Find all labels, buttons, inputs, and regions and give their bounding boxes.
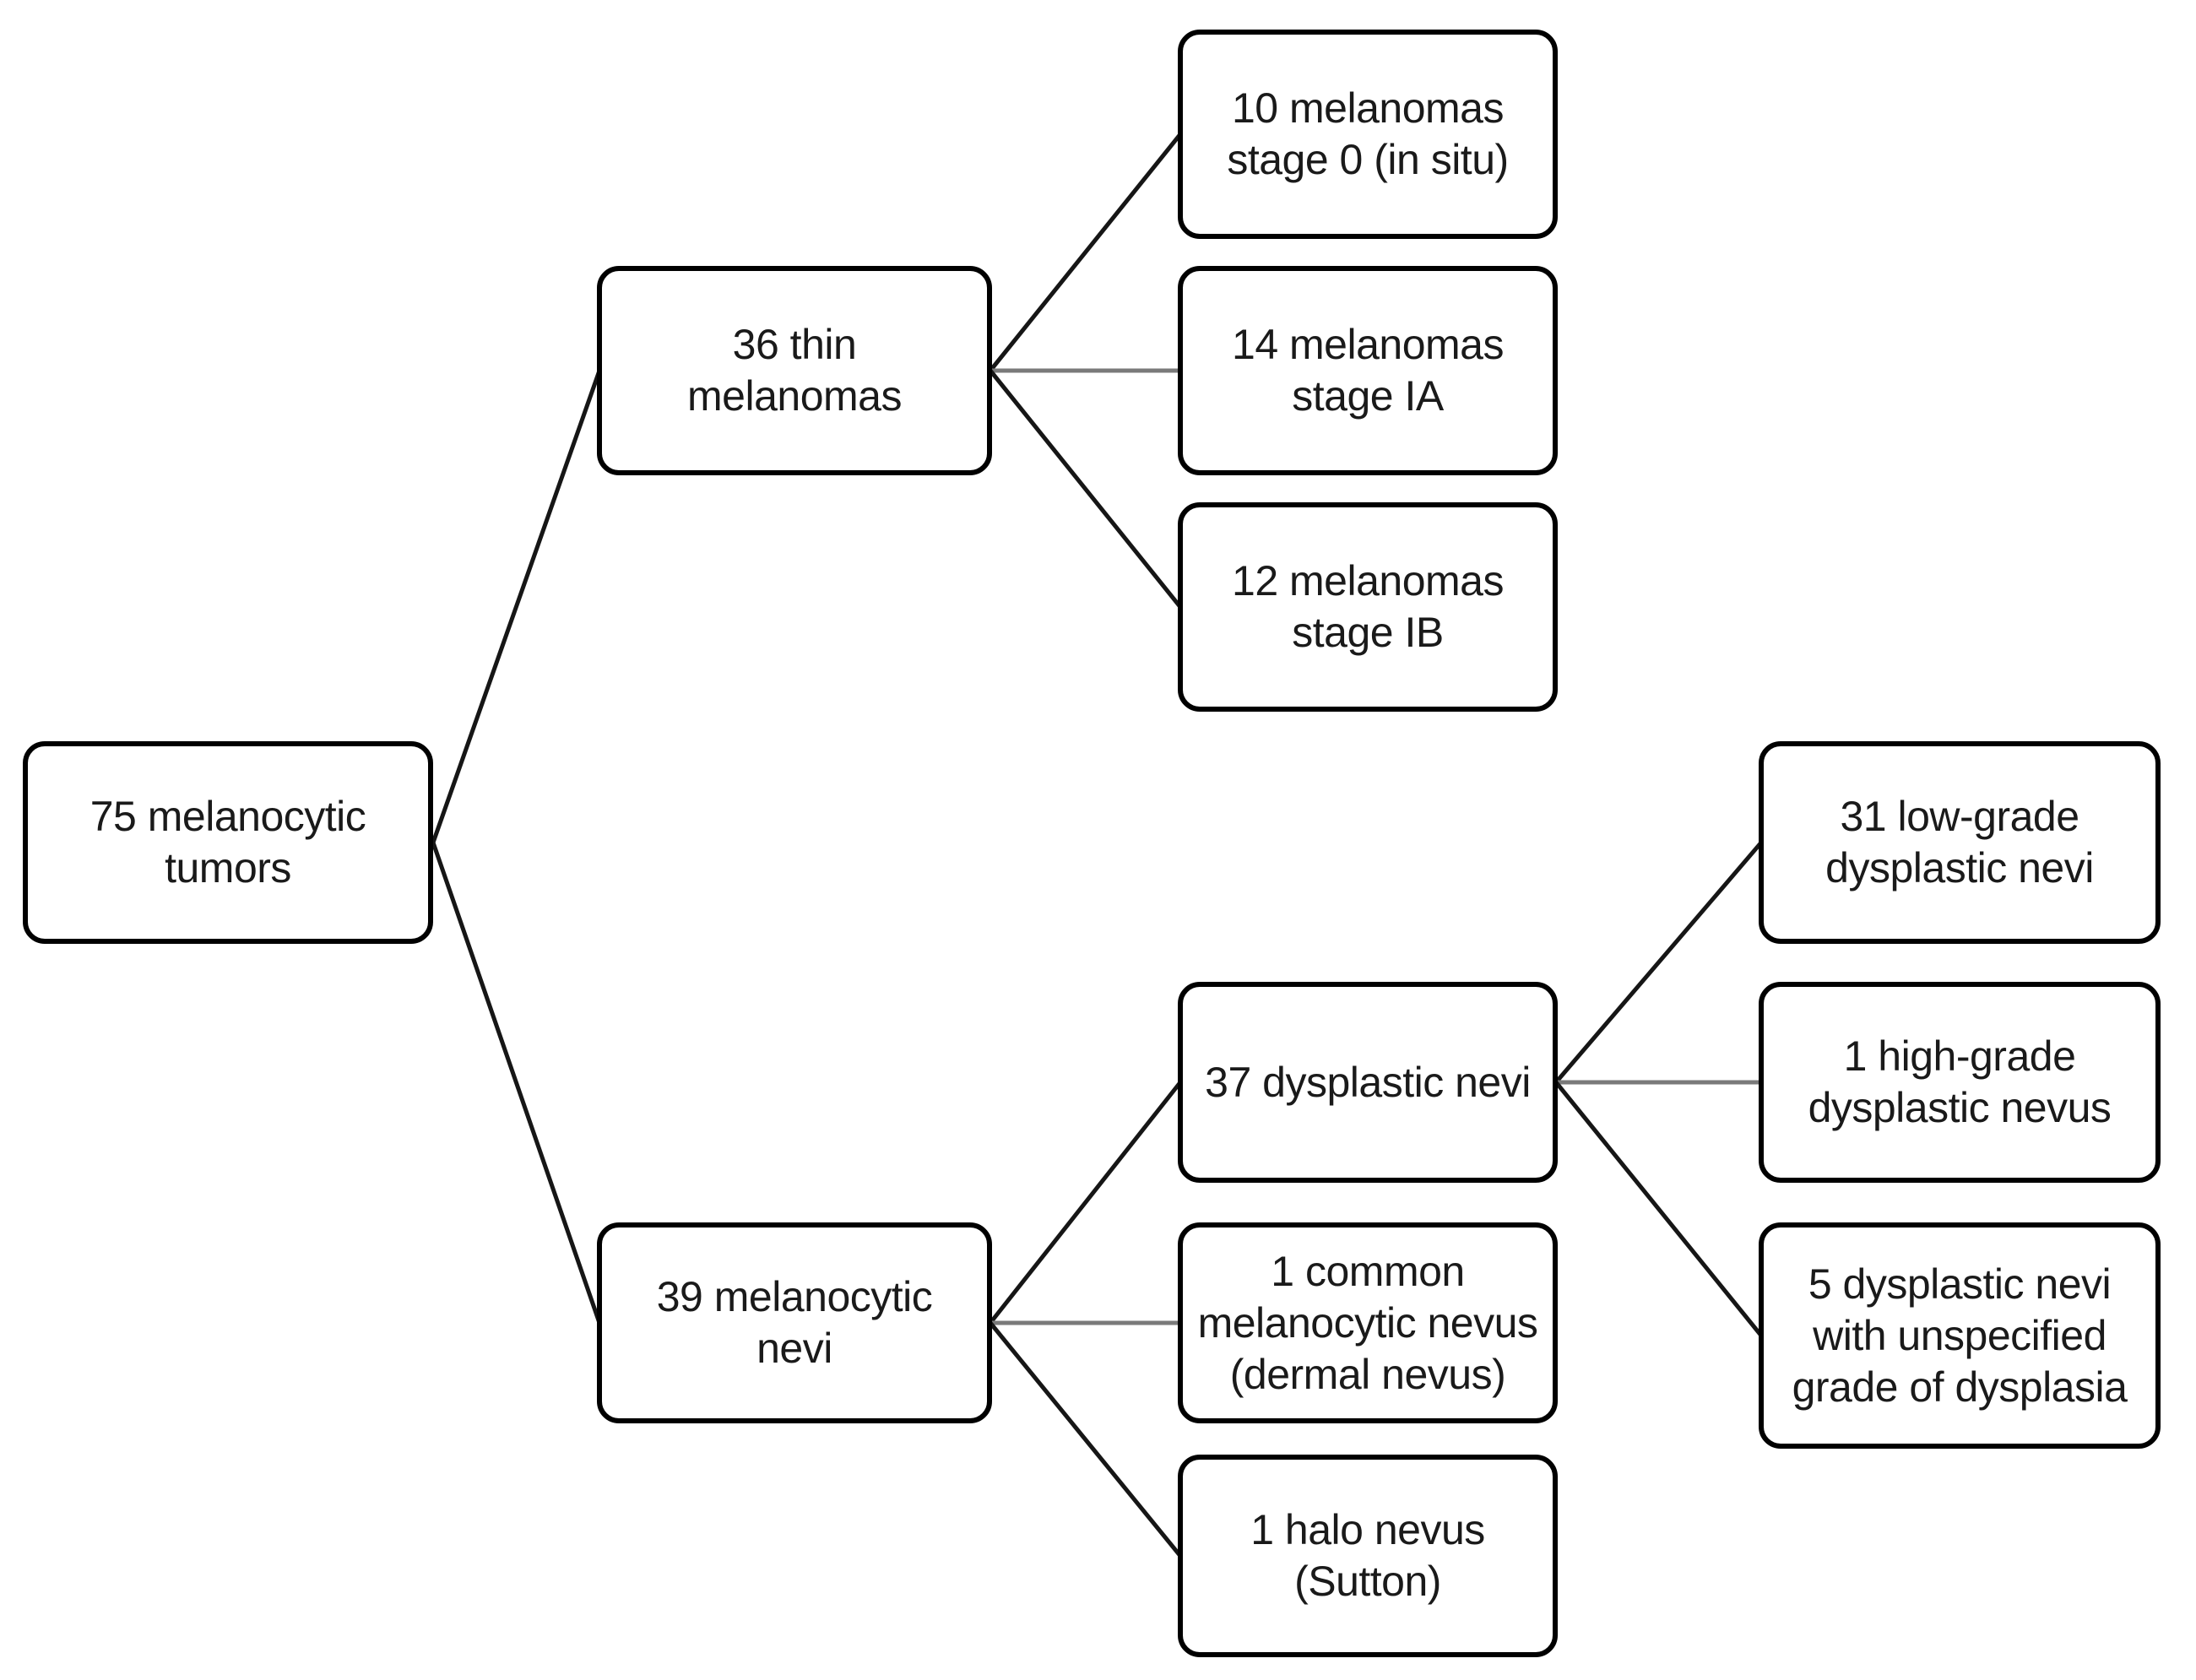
node-high-grade-label: 1 high-grade dysplastic nevus: [1808, 1032, 2112, 1131]
node-halo-nevus-label: 1 halo nevus (Sutton): [1250, 1506, 1485, 1605]
node-root-label: 75 melanocytic tumors: [89, 793, 366, 891]
node-5-dysplastic-nevi-unspecified: 5 dysplastic nevi with unspecified grade…: [1759, 1222, 2161, 1449]
node-melanocytic-nevi-label: 39 melanocytic nevi: [656, 1273, 933, 1372]
node-1-high-grade-dysplastic-nevus: 1 high-grade dysplastic nevus: [1759, 982, 2161, 1183]
node-common-nevus-label: 1 common melanocytic nevus (dermal nevus…: [1197, 1247, 1538, 1398]
node-root-75-melanocytic-tumors: 75 melanocytic tumors: [23, 741, 433, 944]
node-1-common-melanocytic-nevus: 1 common melanocytic nevus (dermal nevus…: [1178, 1222, 1558, 1423]
edge-root-thin-melanomas: [431, 370, 602, 843]
node-unspecified-grade-label: 5 dysplastic nevi with unspecified grade…: [1792, 1260, 2128, 1411]
edge-root-melanocytic-nevi: [431, 842, 602, 1324]
edge-thin-stage0: [989, 133, 1182, 372]
edge-thin-stageIB: [989, 369, 1182, 609]
node-14-melanomas-stage-ia: 14 melanomas stage IA: [1178, 266, 1558, 475]
node-31-low-grade-dysplastic-nevi: 31 low-grade dysplastic nevi: [1759, 741, 2161, 944]
node-thin-melanomas-label: 36 thin melanomas: [687, 321, 902, 420]
node-39-melanocytic-nevi: 39 melanocytic nevi: [597, 1222, 992, 1423]
node-1-halo-nevus-sutton: 1 halo nevus (Sutton): [1178, 1455, 1558, 1657]
node-10-melanomas-stage-0: 10 melanomas stage 0 (in situ): [1178, 30, 1558, 239]
node-dysplastic-nevi-label: 37 dysplastic nevi: [1205, 1058, 1531, 1106]
edge-nevi-halo: [989, 1321, 1182, 1558]
edge-dysplastic-low-grade: [1554, 841, 1763, 1084]
node-36-thin-melanomas: 36 thin melanomas: [597, 266, 992, 475]
edge-dysplastic-unspecified: [1554, 1081, 1763, 1337]
node-stage0-label: 10 melanomas stage 0 (in situ): [1227, 84, 1509, 183]
node-12-melanomas-stage-ib: 12 melanomas stage IB: [1178, 502, 1558, 712]
node-low-grade-label: 31 low-grade dysplastic nevi: [1825, 793, 2094, 891]
node-37-dysplastic-nevi: 37 dysplastic nevi: [1178, 982, 1558, 1183]
node-stageIA-label: 14 melanomas stage IA: [1232, 321, 1504, 420]
node-stageIB-label: 12 melanomas stage IB: [1232, 557, 1504, 656]
edge-nevi-dysplastic: [989, 1081, 1182, 1325]
